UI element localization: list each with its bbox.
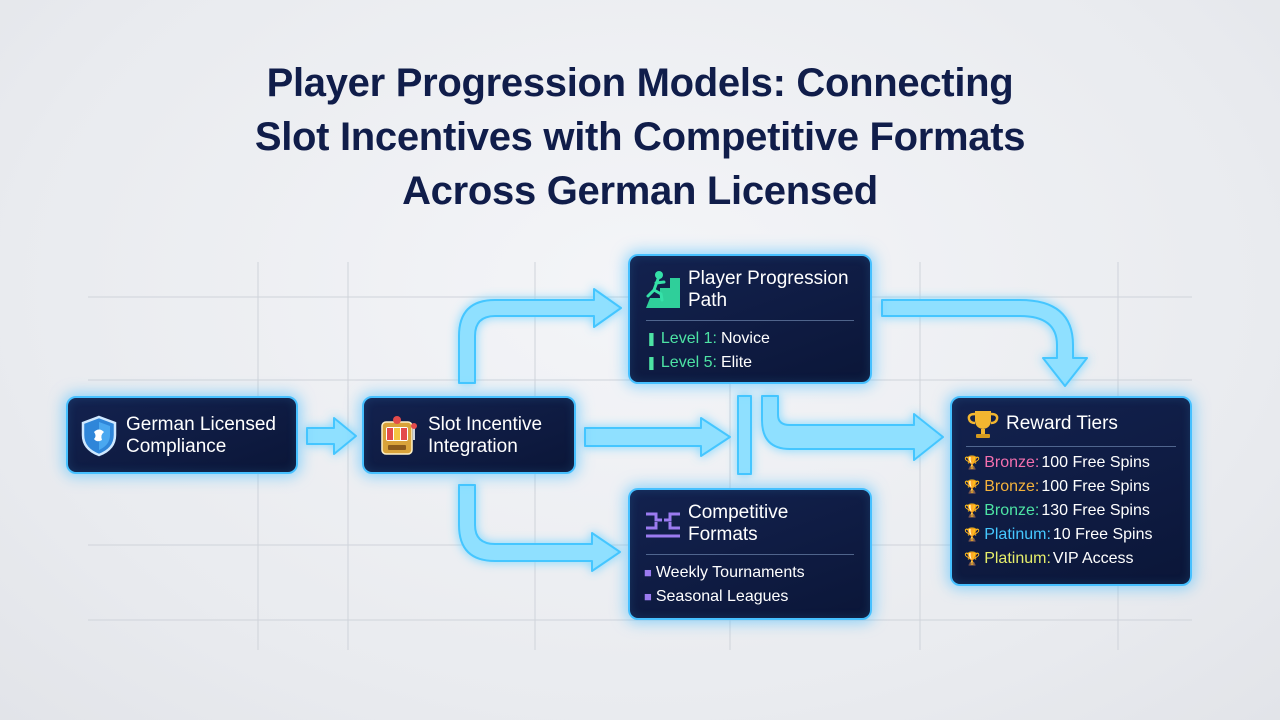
arrow-compliance-to-slot (306, 417, 357, 455)
slot-machine-icon (378, 414, 420, 458)
node-slot-label-2: Integration (428, 436, 518, 457)
node-progression-label-2: Path (688, 290, 728, 311)
node-progression-label-1: Player Progression (688, 268, 849, 289)
competitive-item-value: Seasonal Leagues (655, 588, 789, 605)
node-slot-label-1: Slot Incentive (428, 414, 543, 435)
reward-item-value: 130 Free Spins (1041, 502, 1150, 519)
reward-item-key: Platinum: (984, 526, 1051, 543)
node-progression-divider (646, 320, 854, 321)
reward-item-value: 10 Free Spins (1052, 526, 1153, 543)
reward-item-key: Bronze: (984, 478, 1040, 495)
connectors (306, 288, 1088, 572)
node-competitive-divider (646, 554, 854, 555)
node-competitive-label-1: Competitive (688, 502, 789, 523)
node-compliance[interactable]: German Licensed Compliance (66, 396, 298, 474)
pin-icon: ❚ (646, 355, 657, 370)
center-bar (737, 395, 752, 475)
arrow-slot-to-center (584, 417, 731, 457)
reward-item-key: Bronze: (984, 502, 1040, 519)
title-line-3: Across German Licensed (402, 169, 878, 213)
arrow-slot-to-progression (458, 288, 622, 384)
arrow-progression-to-rewards (881, 299, 1088, 387)
competitive-item-value: Weekly Tournaments (655, 564, 805, 581)
competitive-item: ■ Weekly Tournaments (644, 561, 870, 585)
progression-item-key: Level 5: (660, 354, 717, 371)
trophy-icon: 🏆 (964, 527, 981, 542)
trophy-icon (966, 408, 1000, 440)
gamepad-icon: ■ (644, 565, 652, 580)
node-compliance-label-2: Compliance (126, 436, 227, 457)
shield-icon (80, 415, 118, 457)
reward-item: 🏆 Bronze: 100 Free Spins (964, 451, 1190, 475)
progression-item-value: Novice (720, 330, 770, 347)
node-player-progression[interactable]: Player Progression Path ❚ Level 1: Novic… (628, 254, 872, 384)
title-line-1: Player Progression Models: Connecting (266, 61, 1014, 105)
reward-item-key: Platinum: (984, 550, 1051, 567)
progression-item: ❚ Level 1: Novice (646, 327, 870, 351)
progression-item: ❚ Level 5: Elite (646, 351, 870, 375)
progression-item-key: Level 1: (660, 330, 717, 347)
node-competitive-formats[interactable]: Competitive Formats ■ Weekly Tournaments… (628, 488, 872, 620)
trophy-icon: 🏆 (964, 551, 981, 566)
trophy-icon: 🏆 (964, 503, 981, 518)
reward-item: 🏆 Platinum: VIP Access (964, 547, 1190, 571)
page-title: Player Progression Models: Connecting Sl… (0, 56, 1280, 218)
pin-icon: ❚ (646, 331, 657, 346)
climber-icon (644, 270, 682, 310)
reward-item-value: VIP Access (1052, 550, 1134, 567)
reward-item-value: 100 Free Spins (1041, 454, 1150, 471)
reward-item: 🏆 Platinum: 10 Free Spins (964, 523, 1190, 547)
reward-item: 🏆 Bronze: 100 Free Spins (964, 475, 1190, 499)
node-rewards-label: Reward Tiers (1006, 413, 1118, 434)
trophy-icon: 🏆 (964, 455, 981, 470)
reward-item-value: 100 Free Spins (1041, 478, 1150, 495)
node-slot-incentive[interactable]: Slot Incentive Integration (362, 396, 576, 474)
trophy-icon: 🏆 (964, 479, 981, 494)
node-compliance-label-1: German Licensed (126, 414, 276, 435)
arrow-center-to-rewards (761, 395, 944, 461)
node-rewards-divider (966, 446, 1176, 447)
gamepad-icon: ■ (644, 589, 652, 604)
node-competitive-label-2: Formats (688, 524, 758, 545)
arrow-slot-to-competitive (458, 484, 621, 572)
title-line-2: Slot Incentives with Competitive Formats (254, 115, 1026, 159)
competitive-item: ■ Seasonal Leagues (644, 585, 870, 609)
reward-item: 🏆 Bronze: 130 Free Spins (964, 499, 1190, 523)
node-reward-tiers[interactable]: Reward Tiers 🏆 Bronze: 100 Free Spins 🏆 … (950, 396, 1192, 586)
bracket-icon (644, 506, 682, 542)
reward-item-key: Bronze: (984, 454, 1040, 471)
progression-item-value: Elite (720, 354, 753, 371)
